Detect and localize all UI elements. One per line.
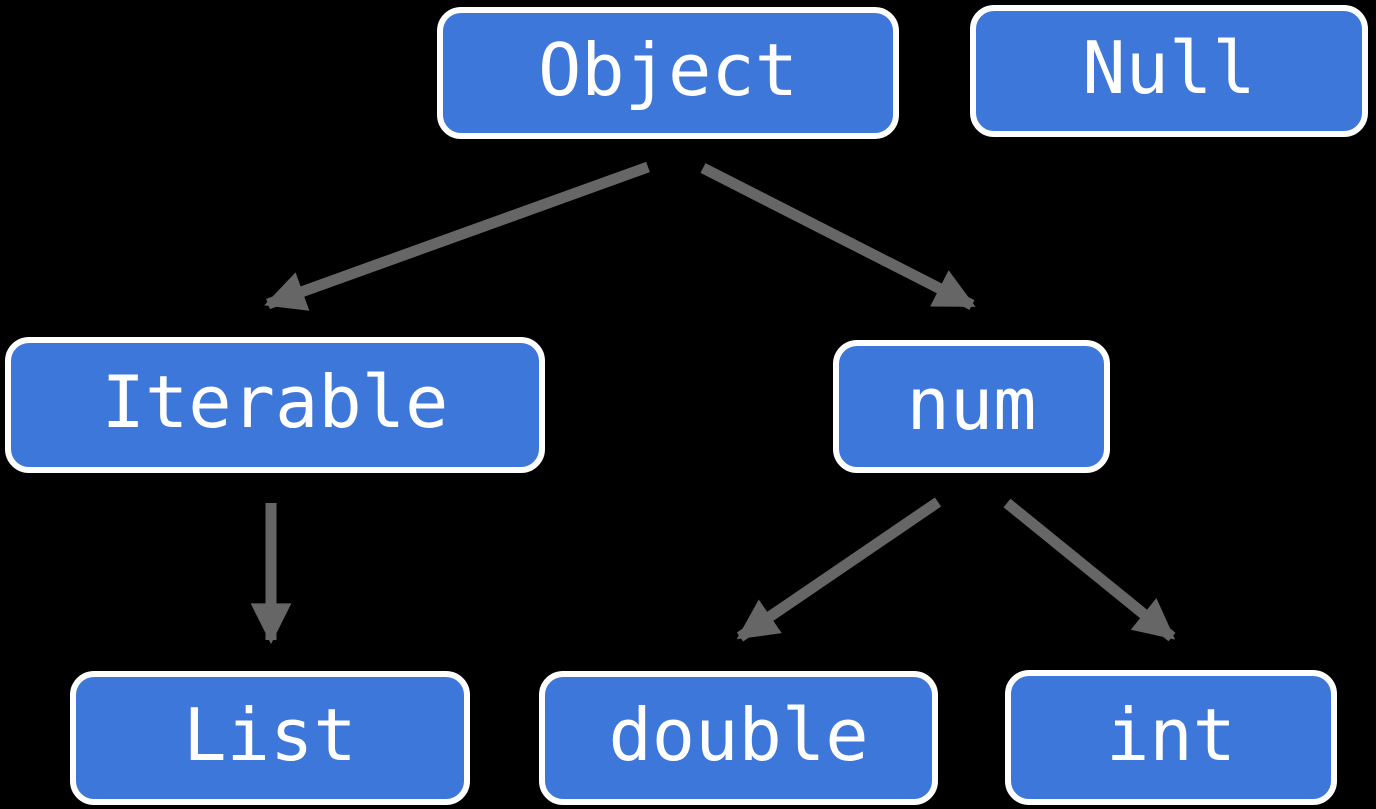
node-num: num (833, 340, 1110, 473)
node-null: Null (970, 5, 1368, 137)
node-double-label: double (608, 693, 869, 777)
node-int: int (1005, 670, 1337, 805)
node-list: List (70, 671, 470, 805)
edge-object-to-num-arrow (700, 163, 976, 310)
edge-num-to-double-arrow (736, 497, 942, 642)
edge-object-to-iterable-arrow (264, 161, 650, 311)
node-double: double (539, 671, 938, 805)
node-num-label: num (906, 361, 1037, 446)
node-null-label: Null (1082, 26, 1256, 110)
node-iterable-label: Iterable (101, 360, 449, 444)
node-list-label: List (183, 693, 357, 777)
node-object-label: Object (537, 28, 799, 112)
node-iterable: Iterable (5, 337, 545, 473)
node-object: Object (437, 7, 899, 139)
edge-num-to-int-arrow (1003, 498, 1176, 642)
node-int-label: int (1105, 692, 1237, 777)
